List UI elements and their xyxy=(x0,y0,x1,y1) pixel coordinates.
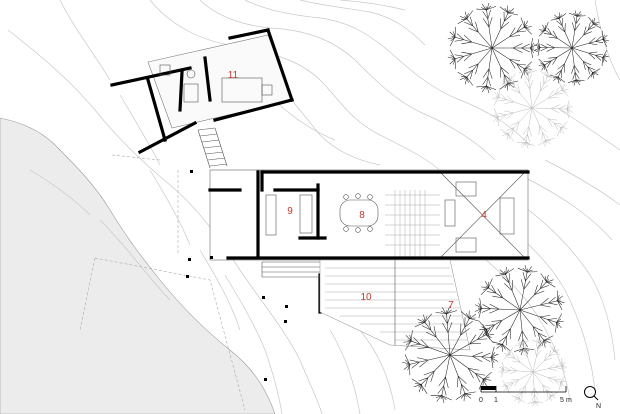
tree-icon xyxy=(447,2,538,94)
scale-unit: m xyxy=(566,397,572,404)
scale-tick-five: 5 xyxy=(560,397,564,404)
upper-block xyxy=(110,27,295,169)
lower-deck xyxy=(319,259,471,351)
tree-icon xyxy=(534,10,609,86)
north-arrow-icon: N xyxy=(584,386,601,410)
north-arrow-label: N xyxy=(596,403,601,410)
tree-icon xyxy=(498,337,568,407)
room-4-label: 4 xyxy=(481,210,487,221)
scale-bar: 0 1 5 m xyxy=(479,386,572,404)
dashed-outlines xyxy=(79,154,246,411)
room-7-label: 7 xyxy=(448,300,454,311)
scale-tick-zero: 0 xyxy=(479,397,483,404)
room-8-label: 8 xyxy=(359,210,365,221)
tree-icon xyxy=(474,265,565,356)
tree-icon xyxy=(491,67,573,149)
lake-area xyxy=(0,117,276,414)
scale-tick-one: 1 xyxy=(494,397,498,404)
tree-icon xyxy=(402,306,499,404)
room-10-label: 10 xyxy=(360,292,372,303)
main-block xyxy=(208,169,530,314)
room-9-label: 9 xyxy=(287,206,293,217)
room-11-label: 11 xyxy=(228,70,239,81)
column-posts xyxy=(186,170,288,381)
trees-group xyxy=(402,2,609,407)
